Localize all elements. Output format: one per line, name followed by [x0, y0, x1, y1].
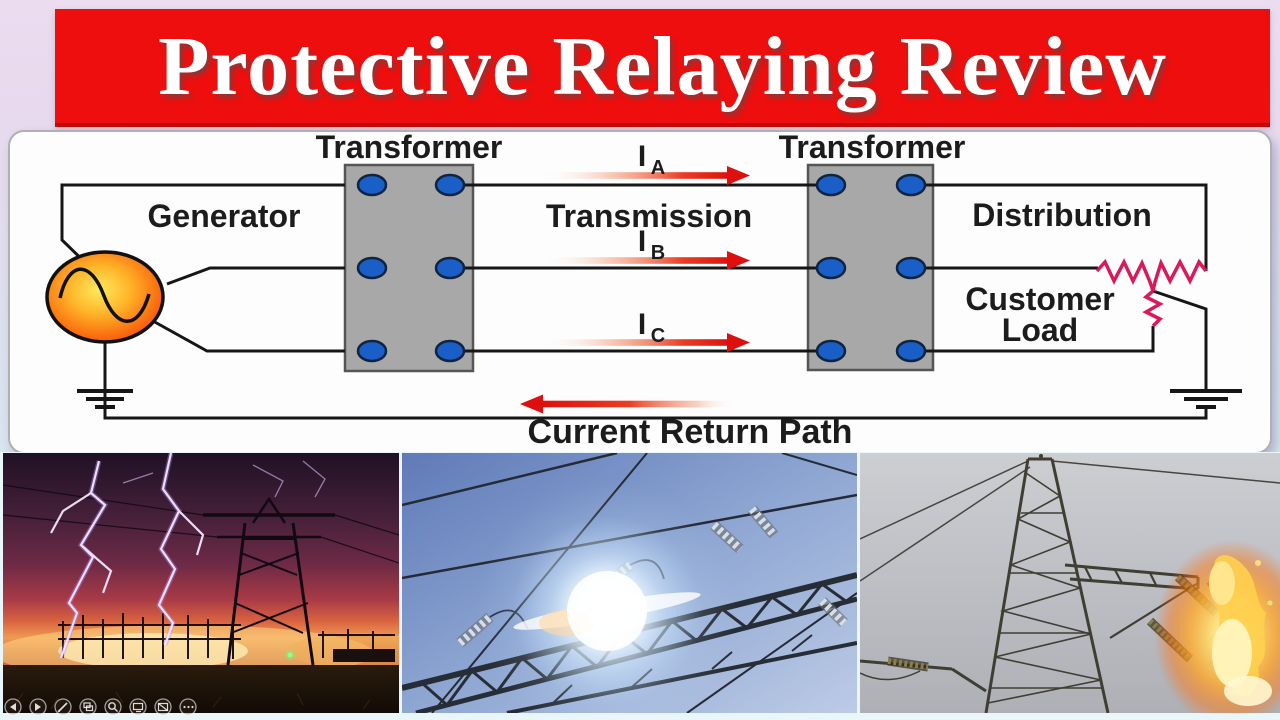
current-arrow-ib: [540, 251, 750, 270]
photo-lightning-substation: [3, 453, 399, 713]
wire-load-neutral: [1152, 289, 1208, 391]
current-ia-label: I: [638, 140, 646, 173]
return-path-arrow: [520, 394, 735, 414]
terminal: [895, 256, 927, 280]
wire-phase-c-generator: [152, 319, 345, 353]
terminal: [356, 173, 388, 197]
lattice-tower: [860, 454, 1200, 713]
guy-wires: [860, 460, 1280, 582]
current-ib-label: I: [638, 225, 646, 258]
load-resistor-center: [1142, 289, 1164, 328]
terminal: [434, 173, 466, 197]
load-resistor-left: [1095, 258, 1155, 292]
presenter-display-button[interactable]: [129, 698, 147, 716]
load-resistor-right: [1151, 258, 1208, 292]
terminal: [895, 339, 927, 363]
crossed-screen-icon: [157, 702, 169, 712]
terminal: [895, 173, 927, 197]
insulator-fire: [1154, 540, 1280, 713]
black-screen-button[interactable]: [154, 698, 172, 716]
terminal: [815, 173, 847, 197]
title-banner: Protective Relaying Review: [55, 9, 1270, 127]
page-title: Protective Relaying Review: [158, 19, 1167, 113]
monitor-icon: [132, 702, 144, 713]
customer-load-resistors: [1095, 258, 1208, 328]
photo-tower-fire: [860, 453, 1280, 713]
more-options-button[interactable]: [179, 698, 197, 716]
ground-symbol-generator: [77, 389, 133, 409]
lightning-bolts: [50, 453, 326, 659]
photo-strip: [0, 452, 1280, 720]
transmission-tower-silhouette: [3, 484, 399, 666]
terminal: [815, 339, 847, 363]
generator-label: Generator: [148, 198, 301, 234]
current-ia-subscript: A: [651, 157, 665, 179]
pen-icon: [58, 702, 68, 712]
customer-load-label-line1: Customer: [965, 281, 1114, 317]
ground-symbol-load: [1170, 389, 1242, 409]
customer-load-label-line2: Load: [1002, 312, 1078, 348]
grass-texture: [14, 691, 371, 710]
magnifier-icon: [108, 702, 118, 712]
terminal: [815, 256, 847, 280]
current-arrow-ia: [540, 166, 750, 185]
arrow-right-icon: [35, 703, 41, 711]
power-system-diagram: Transformer Transformer Generator Transm…: [45, 130, 1242, 451]
terminal: [434, 256, 466, 280]
slides-icon: [83, 702, 94, 712]
terminal: [356, 339, 388, 363]
arc-flash: [477, 481, 737, 713]
transformer-left-label: Transformer: [316, 130, 503, 165]
current-ic-subscript: C: [651, 325, 665, 347]
slideshow-toolbar: [4, 698, 197, 716]
green-light: [287, 652, 293, 658]
transformer-right-label: Transformer: [779, 130, 966, 165]
current-ic-label: I: [638, 308, 646, 341]
transformer-terminals: [356, 173, 927, 363]
terminal: [434, 339, 466, 363]
substation-silhouette: [58, 613, 395, 662]
current-arrow-ic: [540, 333, 750, 352]
wire-phase-a-distribution: [910, 183, 1208, 271]
previous-slide-button[interactable]: [4, 698, 22, 716]
transmission-label: Transmission: [546, 198, 752, 234]
zoom-button[interactable]: [104, 698, 122, 716]
ellipsis-icon: [183, 705, 194, 709]
return-path-label: Current Return Path: [528, 413, 853, 451]
wire-return-path: [103, 342, 1208, 420]
arrow-left-icon: [10, 703, 16, 711]
terminal: [356, 256, 388, 280]
next-slide-button[interactable]: [29, 698, 47, 716]
photo-arc-flash-line: [402, 453, 857, 713]
wire-phase-b-generator: [166, 266, 345, 286]
distribution-label: Distribution: [972, 197, 1152, 233]
wire-phase-c-distribution: [910, 326, 1155, 353]
pen-tool-button[interactable]: [54, 698, 72, 716]
all-slides-button[interactable]: [79, 698, 97, 716]
generator-symbol: [45, 250, 165, 344]
current-ib-subscript: B: [651, 242, 665, 264]
sine-wave-icon: [58, 267, 151, 323]
